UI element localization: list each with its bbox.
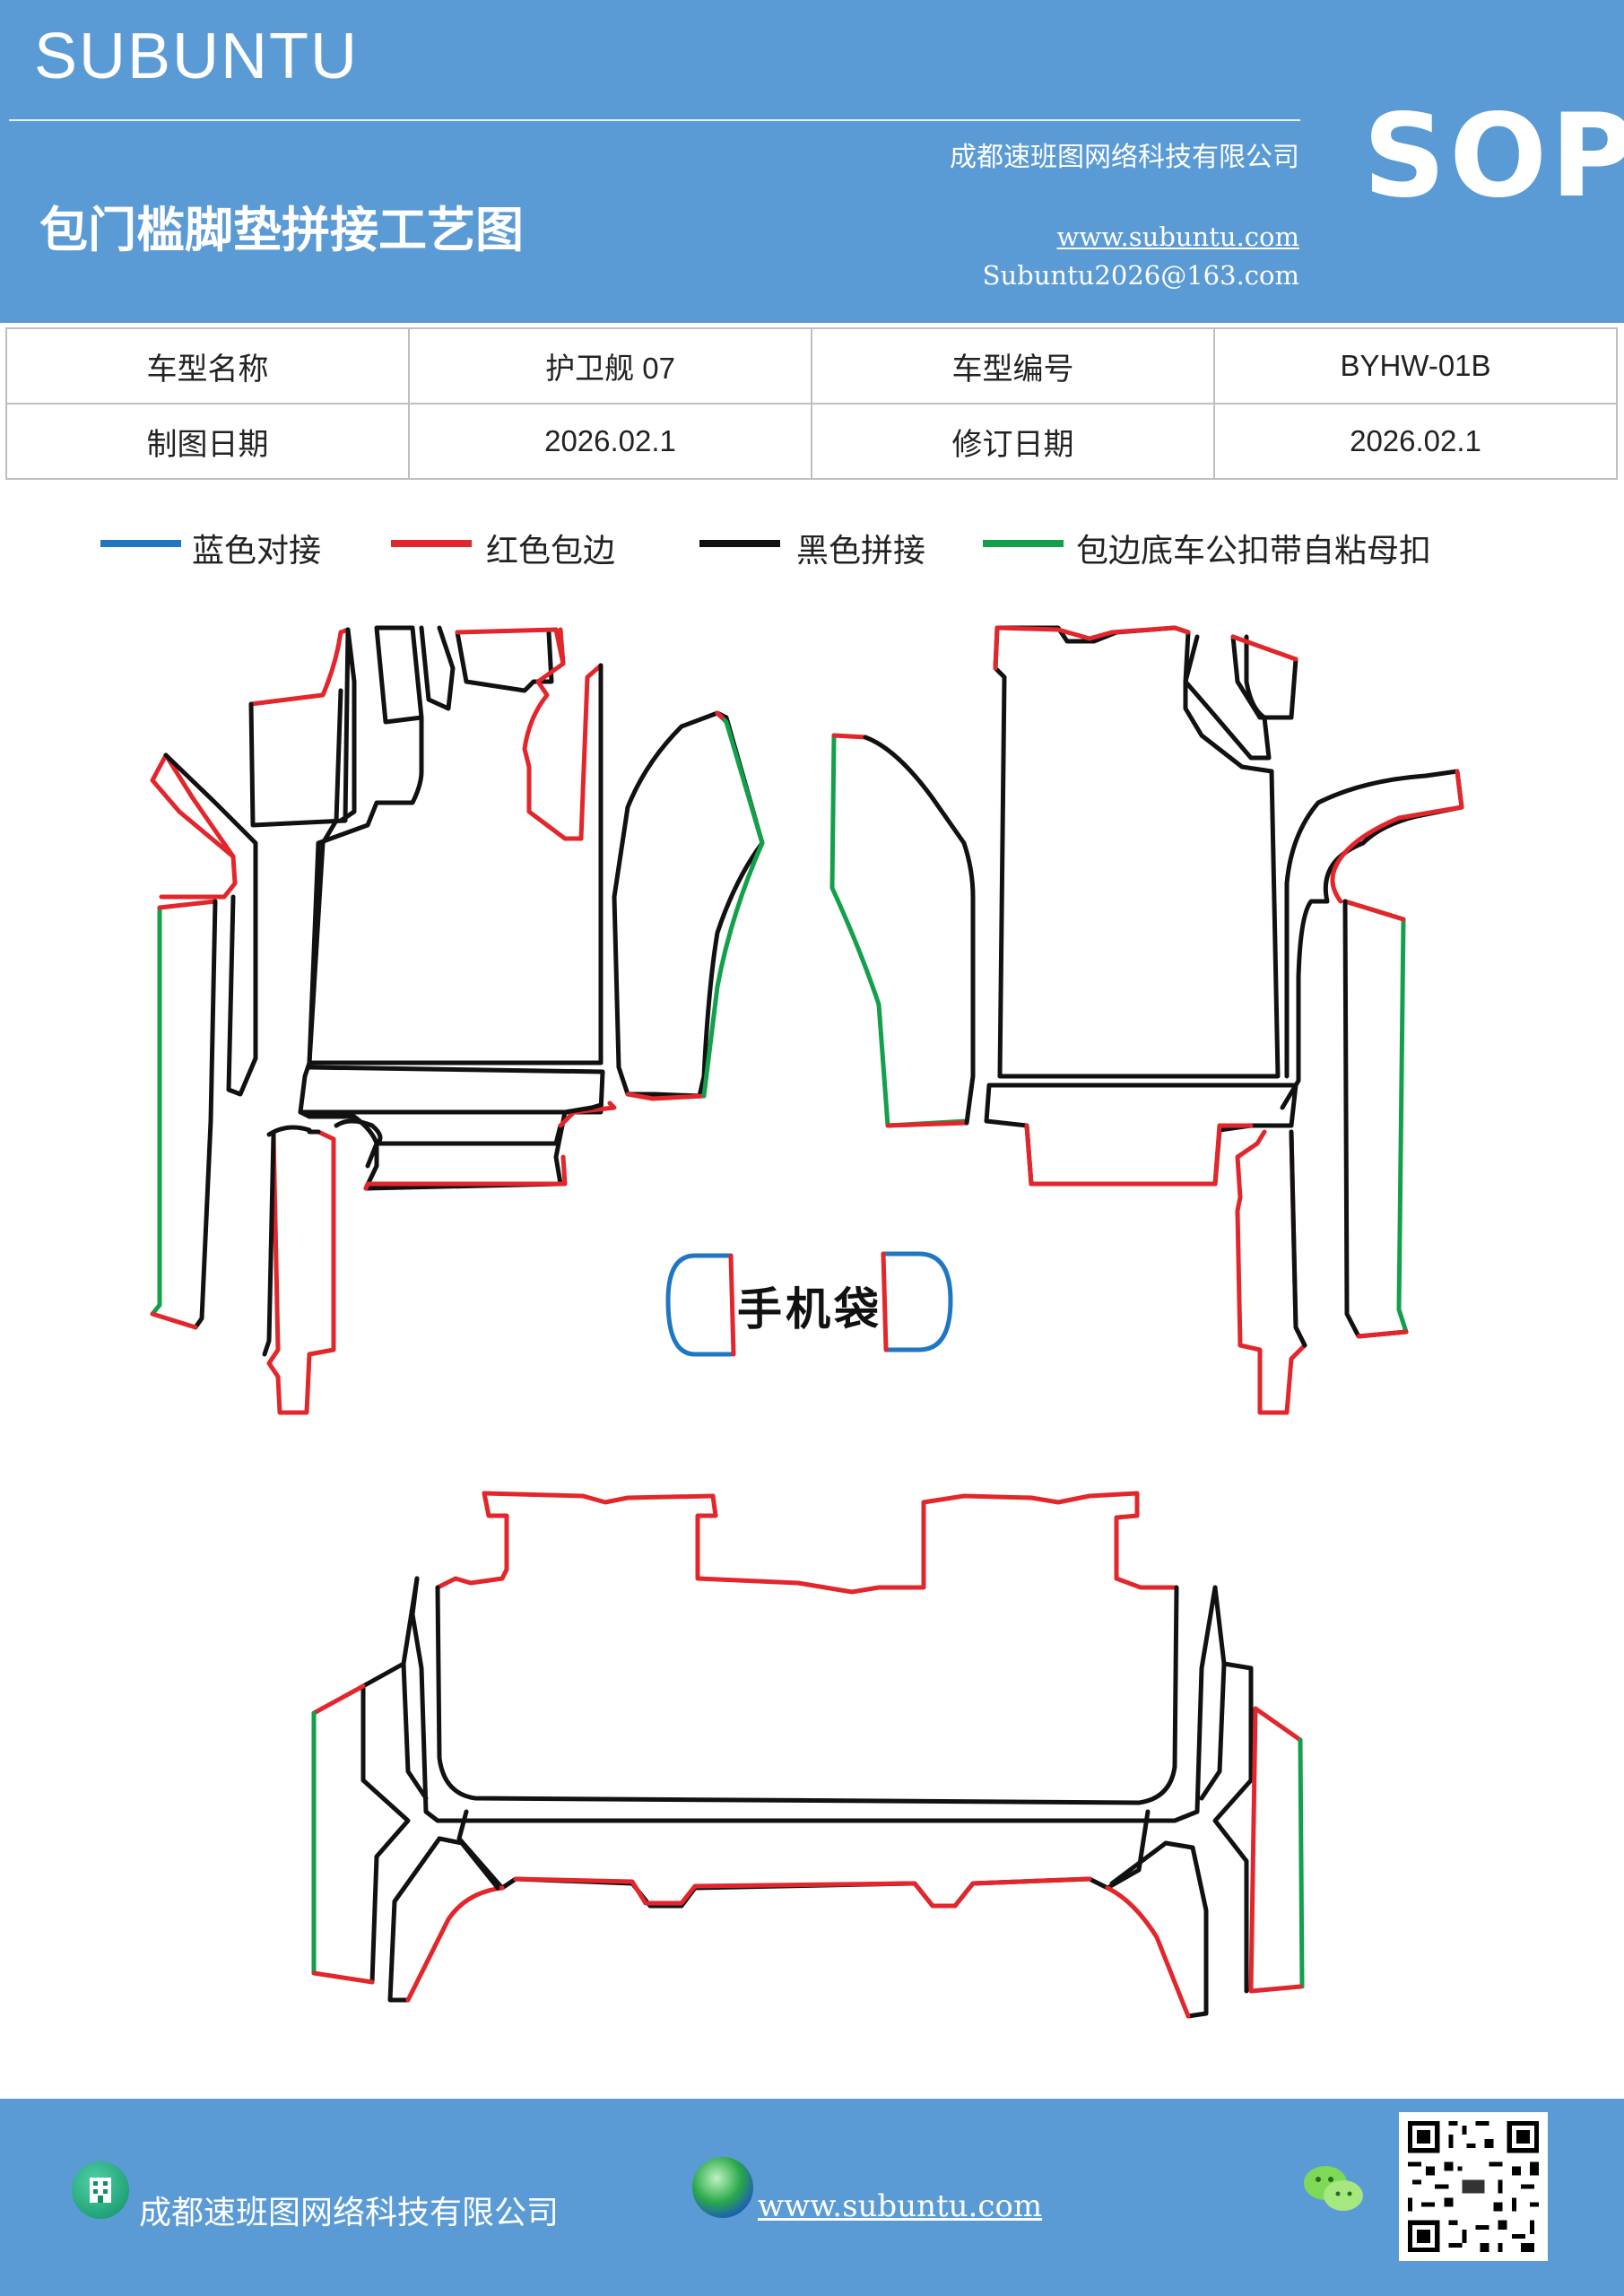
header-email: Subuntu2026@163.com <box>982 260 1299 291</box>
phone-pocket-group <box>665 1251 953 1357</box>
label-model-code: 车型编号 <box>811 327 1215 404</box>
header-banner <box>0 0 1624 323</box>
label-revision-date: 修订日期 <box>811 403 1215 480</box>
vehicle-info-table: 车型名称 护卫舰 07 车型编号 BYHW-01B 制图日期 2026.02.1… <box>5 327 1618 480</box>
header-company-name: 成都速班图网络科技有限公司 <box>950 142 1299 173</box>
table-row: 车型名称 护卫舰 07 车型编号 BYHW-01B <box>5 327 1618 404</box>
legend-label-red: 红色包边 <box>486 533 616 570</box>
globe-icon <box>692 2157 753 2218</box>
sop-label: SOP <box>1363 90 1624 223</box>
front-right-mat-group <box>829 625 1464 1415</box>
rear-mat-group <box>311 1491 1305 2019</box>
legend-swatch-green <box>983 540 1064 547</box>
legend-swatch-red <box>391 540 472 547</box>
legend-swatch-black <box>699 540 780 547</box>
value-draw-date: 2026.02.1 <box>408 403 812 480</box>
label-draw-date: 制图日期 <box>5 403 410 480</box>
footer-website-link[interactable]: www.subuntu.com <box>758 2188 1043 2224</box>
legend-label-green: 包边底车公扣带自粘母扣 <box>1076 533 1432 570</box>
front-left-mat-group <box>150 625 765 1415</box>
value-model-code: BYHW-01B <box>1213 327 1618 404</box>
header-website-link[interactable]: www.subuntu.com <box>1056 222 1299 252</box>
table-row: 制图日期 2026.02.1 修订日期 2026.02.1 <box>5 403 1618 480</box>
page-title: 包门槛脚垫拼接工艺图 <box>39 202 524 258</box>
value-model-name: 护卫舰 07 <box>408 327 812 404</box>
footer-company-name: 成都速班图网络科技有限公司 <box>139 2195 560 2231</box>
color-legend: 蓝色对接 红色包边 黑色拼接 包边底车公扣带自粘母扣 <box>0 525 1624 578</box>
legend-swatch-blue <box>100 540 181 547</box>
legend-label-blue: 蓝色对接 <box>192 533 322 570</box>
label-model-name: 车型名称 <box>5 327 410 404</box>
brand-logo-text: SUBUNTU <box>34 21 360 92</box>
qr-code <box>1399 2112 1548 2261</box>
value-revision-date: 2026.02.1 <box>1213 403 1618 480</box>
building-icon <box>72 2161 129 2219</box>
wechat-icon[interactable] <box>1302 2161 1365 2215</box>
phone-pocket-label: 手机袋 <box>737 1283 882 1335</box>
header-divider <box>9 119 1300 121</box>
legend-label-black: 黑色拼接 <box>796 533 926 570</box>
